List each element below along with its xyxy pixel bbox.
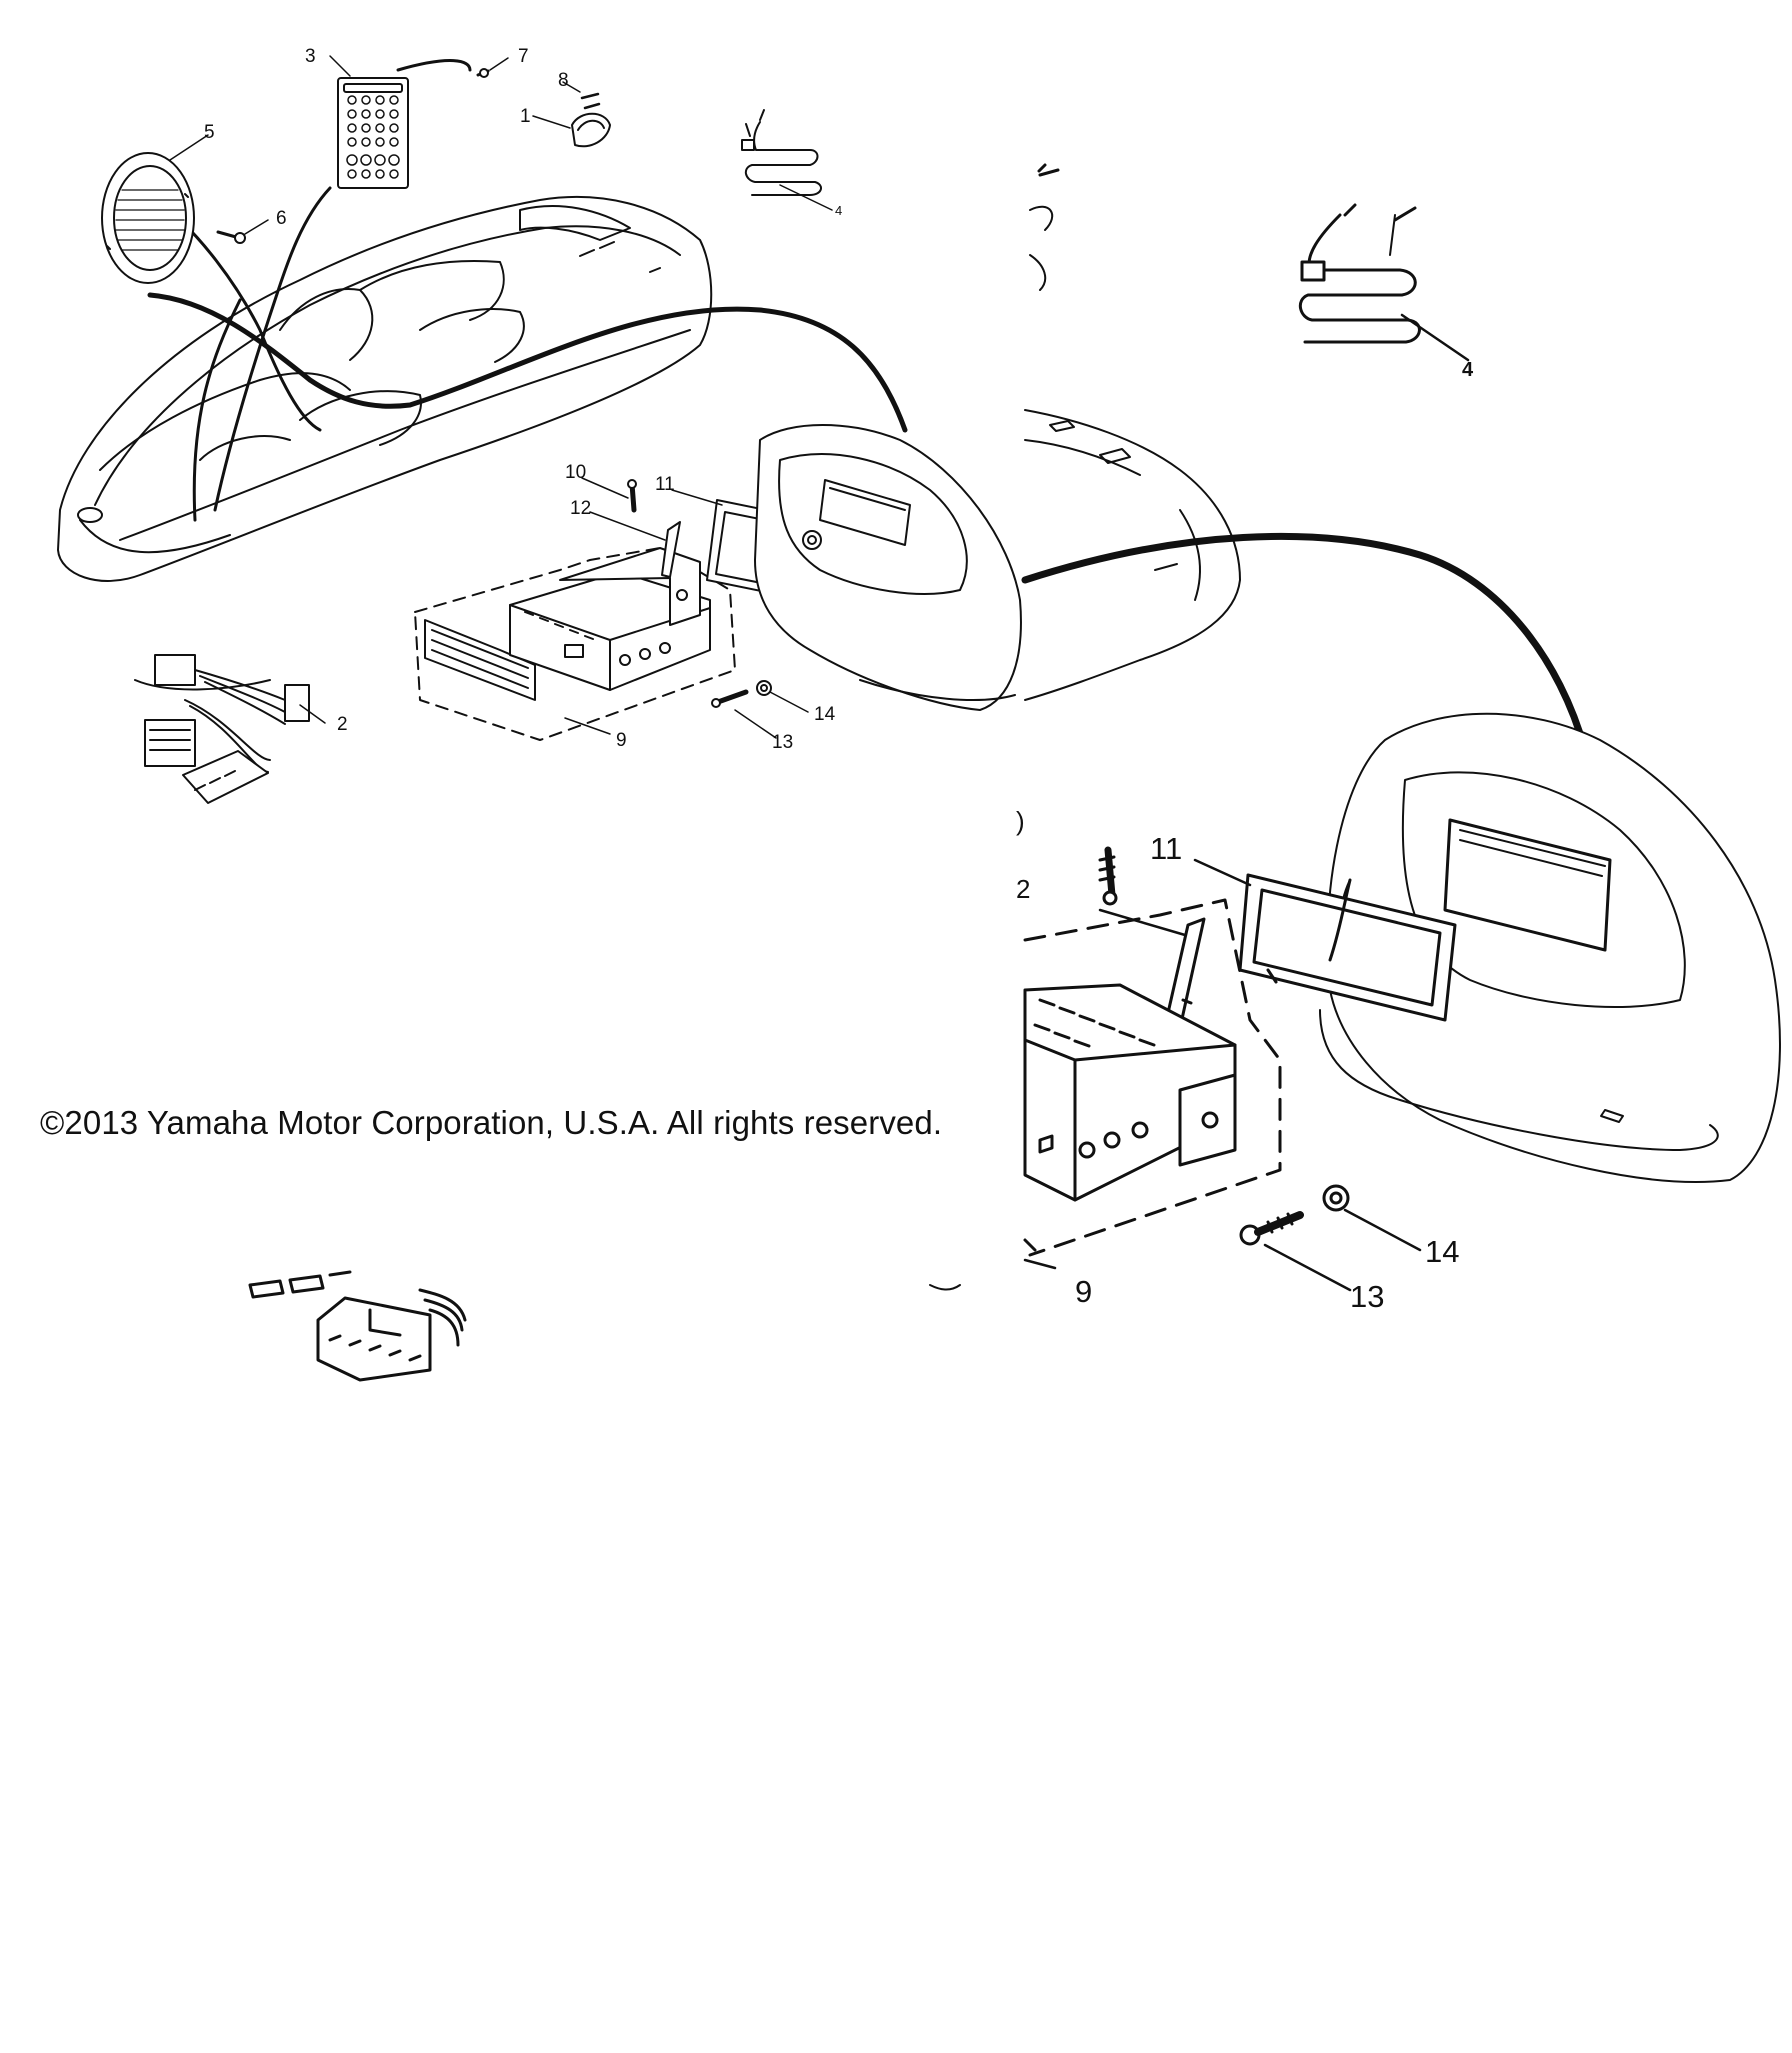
callout-14-zoom: 14 xyxy=(1425,1234,1459,1269)
screw-zoom-13 xyxy=(1239,1211,1304,1246)
wire-arc-zoom xyxy=(1021,533,1589,754)
head-unit-chassis-zoom xyxy=(1023,983,1237,1202)
nut-zoom-14 xyxy=(1322,1184,1350,1212)
assembly-dashed-box-9 xyxy=(414,547,736,741)
wire-line-remote xyxy=(213,59,472,512)
antenna-cable xyxy=(741,109,822,196)
callout-10: 10 xyxy=(565,462,586,483)
callout-4: 4 xyxy=(835,203,842,218)
assembly-dashed-box-9-zoom xyxy=(1023,898,1282,1257)
bracket-zoom xyxy=(1166,917,1206,1021)
callout-12-zoom-partial: 2 xyxy=(1016,874,1030,904)
speaker-grille xyxy=(101,152,195,284)
screw-part-13 xyxy=(711,689,749,708)
faceplate xyxy=(424,619,536,701)
callout-6: 6 xyxy=(276,208,287,229)
screw-part-7 xyxy=(476,68,490,78)
dash-console xyxy=(754,424,1022,711)
callout-12: 12 xyxy=(570,498,591,519)
trim-frame-zoom xyxy=(1238,873,1457,1022)
callout-10-zoom-partial: ) xyxy=(1016,806,1025,836)
leader-lines xyxy=(169,55,833,739)
callout-11: 11 xyxy=(655,474,675,495)
callout-7: 7 xyxy=(518,46,529,67)
callout-11-zoom: 11 xyxy=(1150,831,1182,866)
nut-part-14 xyxy=(756,680,772,696)
overview-panel: 3 7 8 1 5 6 4 2 9 10 12 11 13 14 xyxy=(57,46,1022,804)
bracket-part-12 xyxy=(661,521,681,578)
leader-4-zoom xyxy=(1400,313,1470,362)
remote-control xyxy=(337,77,409,189)
callout-8: 8 xyxy=(558,70,569,91)
callout-1: 1 xyxy=(520,106,531,127)
callout-13-zoom: 13 xyxy=(1350,1279,1384,1314)
bolt-zoom xyxy=(1098,846,1118,906)
screw-part-8 xyxy=(580,92,601,110)
callout-14: 14 xyxy=(814,704,836,725)
dash-console-zoom xyxy=(1319,712,1781,1183)
antenna-cable-zoom xyxy=(1298,203,1421,344)
connector-fragment-zoom xyxy=(248,1270,961,1382)
callout-9-zoom: 9 xyxy=(1075,1274,1092,1309)
zoomed-detail-panel: 4 xyxy=(1016,163,1781,1314)
callout-9: 9 xyxy=(616,730,627,751)
wiring-harness xyxy=(134,654,310,804)
speaker-screw xyxy=(216,230,246,244)
bolt-part-10 xyxy=(627,479,637,513)
wire-harness-line xyxy=(147,292,908,433)
part-callouts-zoom: 11 9 13 14 xyxy=(1075,831,1459,1314)
callout-2: 2 xyxy=(337,714,348,735)
callout-4-zoom: 4 xyxy=(1462,359,1474,381)
callout-13: 13 xyxy=(772,732,793,753)
leader-lines-zoom xyxy=(1023,858,1422,1292)
part-callouts: 3 7 8 1 5 6 4 2 9 10 12 11 13 14 xyxy=(204,46,842,753)
callout-3: 3 xyxy=(305,46,316,67)
callout-5: 5 xyxy=(204,122,215,143)
copyright-notice: ©2013 Yamaha Motor Corporation, U.S.A. A… xyxy=(40,1104,943,1141)
clamp-part-1 xyxy=(571,112,611,148)
